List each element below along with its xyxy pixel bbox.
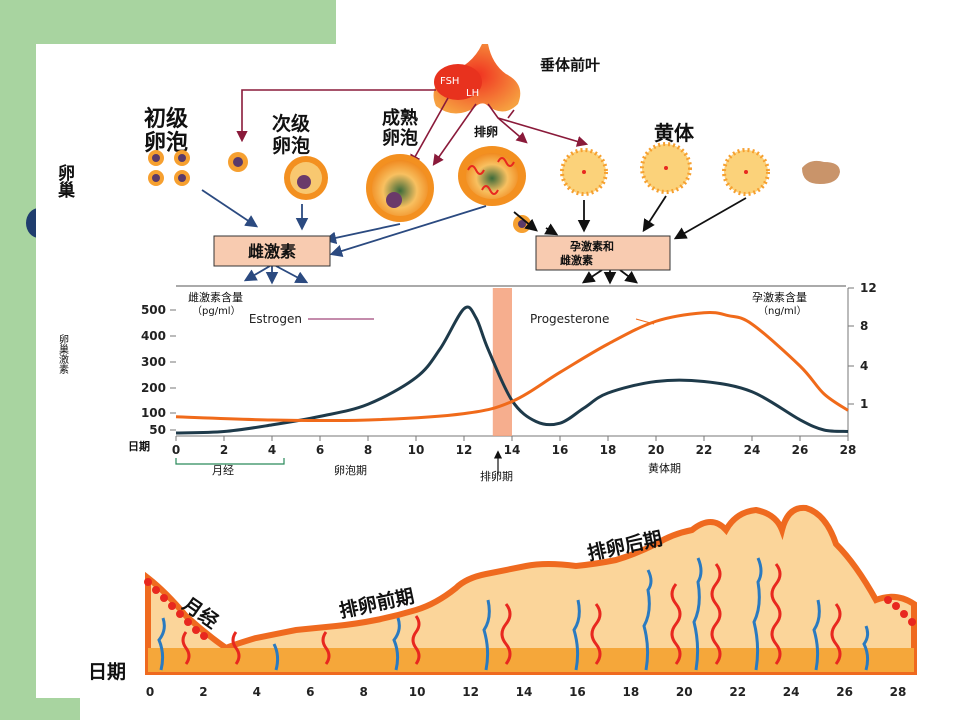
x-tick-label: 26 bbox=[792, 443, 809, 457]
right-axis-title-line1: 孕激素含量 bbox=[752, 290, 807, 304]
diagram-panel: FSH LH 垂体前叶 卵巢 初级卵泡 次级卵泡 成熟卵泡 排卵 黄体 bbox=[36, 44, 924, 699]
endometrium-x-tick-label: 2 bbox=[199, 685, 207, 698]
endometrium-x-tick-label: 28 bbox=[890, 685, 907, 698]
endometrium-x-tick-label: 22 bbox=[729, 685, 746, 698]
secondary-follicle bbox=[284, 156, 328, 200]
lh-label: LH bbox=[466, 88, 479, 99]
follicular-phase-label: 卵泡期 bbox=[334, 463, 367, 477]
right-tick-label: 4 bbox=[860, 359, 868, 373]
endometrium-x-tick-label: 10 bbox=[409, 685, 426, 698]
secondary-follicle-label: 次级卵泡 bbox=[272, 112, 310, 157]
right-tick-label: 12 bbox=[860, 281, 877, 295]
endometrium-x-tick-label: 16 bbox=[569, 685, 586, 698]
endometrium-x-tick-label: 12 bbox=[462, 685, 479, 698]
endometrium-x-tick-label: 4 bbox=[253, 685, 261, 698]
corpus-luteum-label: 黄体 bbox=[654, 121, 695, 145]
ovarian-hormone-label: 卵巢激素 bbox=[57, 334, 69, 374]
x-tick-label: 4 bbox=[268, 443, 276, 457]
endometrium-x-tick-label: 24 bbox=[783, 685, 800, 698]
pituitary-label: 垂体前叶 bbox=[540, 56, 600, 74]
primary-follicle-label: 初级卵泡 bbox=[144, 106, 188, 156]
primary-follicles bbox=[148, 150, 248, 186]
slide-top-band bbox=[80, 0, 336, 44]
pituitary-gland: FSH LH bbox=[433, 44, 521, 114]
corpus-luteum-stages bbox=[560, 142, 840, 196]
progesterone-arrows bbox=[513, 195, 747, 285]
pituitary-arrows bbox=[236, 89, 589, 166]
x-tick-label: 18 bbox=[600, 443, 617, 457]
right-axis-title-line2: （ng/ml） bbox=[758, 305, 807, 317]
mature-follicle-label: 成熟卵泡 bbox=[382, 107, 418, 149]
endometrium-x-tick-label: 18 bbox=[623, 685, 640, 698]
x-tick-label: 16 bbox=[552, 443, 569, 457]
date-axis-label: 日期 bbox=[128, 439, 150, 453]
x-tick-label: 12 bbox=[456, 443, 473, 457]
ovary-label: 卵巢 bbox=[54, 163, 76, 199]
fsh-label: FSH bbox=[440, 76, 459, 87]
progesterone-series-label: Progesterone bbox=[530, 312, 609, 326]
left-tick-label: 300 bbox=[141, 355, 166, 369]
ovulation-label: 排卵 bbox=[474, 124, 498, 139]
ovulating-follicle bbox=[458, 146, 531, 233]
estrogen-box-text: 雌激素 bbox=[248, 242, 296, 261]
left-tick-label: 100 bbox=[141, 406, 166, 420]
right-tick-label: 8 bbox=[860, 319, 868, 333]
ovulation-phase-label: 排卵期 bbox=[480, 469, 513, 483]
left-axis-title-line1: 雌激素含量 bbox=[188, 290, 243, 304]
mature-follicle bbox=[366, 154, 434, 222]
x-tick-label: 6 bbox=[316, 443, 324, 457]
endometrium-x-tick-label: 14 bbox=[516, 685, 533, 698]
left-tick-label: 400 bbox=[141, 329, 166, 343]
estrogen-series-label: Estrogen bbox=[249, 312, 302, 326]
left-tick-label: 50 bbox=[149, 423, 166, 437]
endometrium-x-tick-label: 8 bbox=[360, 685, 368, 698]
menses-phase-label: 月经 bbox=[212, 464, 234, 477]
x-tick-label: 22 bbox=[696, 443, 713, 457]
left-tick-label: 500 bbox=[141, 303, 166, 317]
menstrual-cycle-diagram: FSH LH 垂体前叶 卵巢 初级卵泡 次级卵泡 成熟卵泡 排卵 黄体 bbox=[54, 44, 917, 699]
endometrium-date-label: 日期 bbox=[88, 661, 126, 683]
progesterone-line bbox=[175, 310, 849, 423]
x-tick-label: 2 bbox=[220, 443, 228, 457]
x-tick-label: 24 bbox=[744, 443, 761, 457]
endometrium-x-tick-label: 6 bbox=[306, 685, 314, 698]
endometrium-x-tick-label: 20 bbox=[676, 685, 693, 698]
luteal-phase-label: 黄体期 bbox=[648, 461, 681, 475]
left-tick-label: 200 bbox=[141, 381, 166, 395]
progesterone-box-line2: 雌激素 bbox=[560, 253, 593, 267]
left-axis-title-line2: （pg/ml） bbox=[192, 305, 241, 317]
endometrium-illustration bbox=[144, 504, 917, 675]
x-tick-label: 8 bbox=[364, 443, 372, 457]
x-tick-label: 0 bbox=[172, 443, 180, 457]
x-tick-label: 10 bbox=[408, 443, 425, 457]
menses-bracket bbox=[175, 458, 285, 465]
ovulation-band bbox=[492, 288, 512, 436]
hormone-chart: 卵巢激素 雌激素含量 （pg/ml） 孕激素含量 （ng/ml） 5004003… bbox=[57, 281, 877, 483]
right-tick-label: 1 bbox=[860, 397, 868, 411]
endometrium-x-tick-label: 0 bbox=[146, 685, 154, 698]
progesterone-box-line1: 孕激素和 bbox=[570, 239, 614, 253]
x-tick-label: 28 bbox=[840, 443, 857, 457]
x-tick-label: 20 bbox=[648, 443, 665, 457]
x-tick-label: 14 bbox=[504, 443, 521, 457]
estrogen-arrows bbox=[201, 189, 487, 285]
estrogen-box: 雌激素 bbox=[213, 235, 331, 267]
progesterone-box: 孕激素和 雌激素 bbox=[535, 235, 671, 271]
endometrium-x-tick-label: 26 bbox=[836, 685, 853, 698]
